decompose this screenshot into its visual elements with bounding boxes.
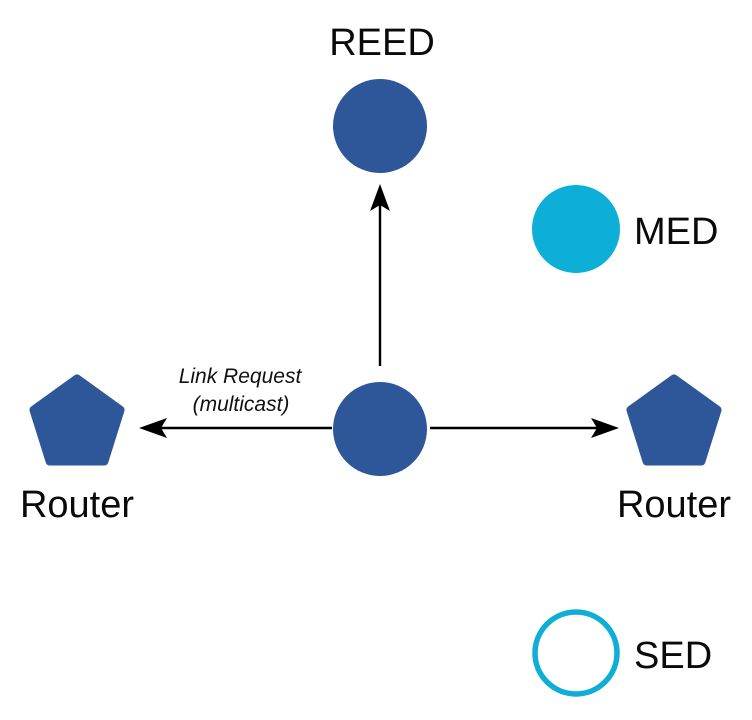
- edge-label-layer: Link Request (multicast): [179, 365, 303, 416]
- node-med[interactable]: [532, 185, 620, 273]
- node-label-sed: SED: [634, 635, 712, 677]
- node-label-layer: REED MED Router Router SED: [20, 22, 731, 677]
- node-sed[interactable]: [532, 609, 620, 697]
- node-router-right[interactable]: [626, 374, 722, 466]
- node-label-med: MED: [634, 211, 718, 253]
- edge-label-link-request-line2: (multicast): [193, 393, 290, 416]
- node-label-router-left: Router: [20, 484, 134, 526]
- edge-left-to-router: [139, 418, 332, 438]
- node-leader-center[interactable]: [333, 382, 427, 476]
- edge-right-to-router-arrowhead: [591, 418, 619, 438]
- edge-layer: [139, 184, 619, 438]
- node-reed[interactable]: [333, 79, 427, 173]
- edge-up-to-reed: [370, 184, 390, 366]
- node-label-router-right: Router: [617, 484, 731, 526]
- edge-left-to-router-arrowhead: [139, 418, 167, 438]
- node-layer: [29, 79, 722, 697]
- edge-up-to-reed-arrowhead: [370, 184, 390, 211]
- edge-label-link-request-line1: Link Request: [179, 365, 303, 388]
- edge-right-to-router: [430, 418, 619, 438]
- node-router-left[interactable]: [29, 374, 125, 466]
- node-label-reed: REED: [329, 22, 435, 64]
